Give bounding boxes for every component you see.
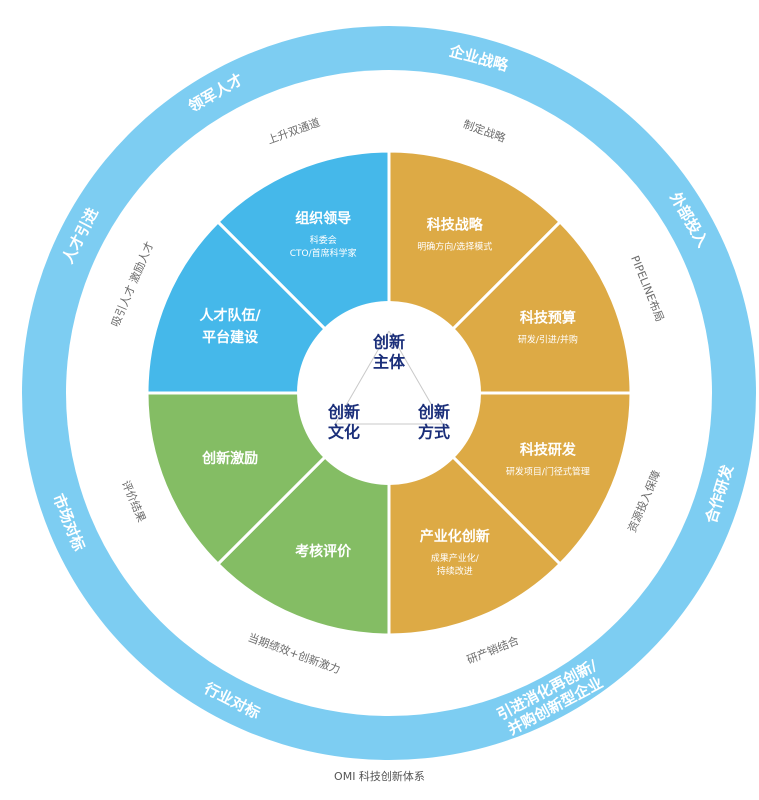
core-label-subject: 创新主体 — [372, 333, 406, 372]
core-triangle-line-2 — [334, 330, 390, 425]
segment-subtitle-2: 研发/引进/并购 — [518, 334, 578, 346]
segment-subtitle-3: 研发项目/门径式管理 — [506, 465, 590, 477]
segment-title-4: 产业化创新 — [420, 528, 490, 545]
diagram-caption: OMI 科技创新体系 — [334, 770, 425, 783]
segment-title-3: 科技研发 — [520, 441, 577, 458]
core-triangle-line-0 — [388, 330, 444, 425]
segment-title-0: 组织领导 — [295, 210, 351, 227]
segment-title-5: 考核评价 — [295, 543, 352, 560]
segment-subtitle-4: 成果产业化/持续改进 — [431, 552, 480, 577]
segment-title-2: 科技预算 — [520, 310, 576, 327]
core-circle — [297, 301, 481, 485]
segment-title-7: 人才队伍/平台建设 — [200, 307, 262, 346]
segment-title-1: 科技战略 — [427, 217, 484, 234]
segment-title-6: 创新激励 — [201, 450, 258, 467]
core-label-method: 创新方式 — [417, 403, 450, 442]
core-label-culture: 创新文化 — [327, 403, 360, 442]
segment-subtitle-1: 明确方向/选择模式 — [417, 241, 492, 253]
